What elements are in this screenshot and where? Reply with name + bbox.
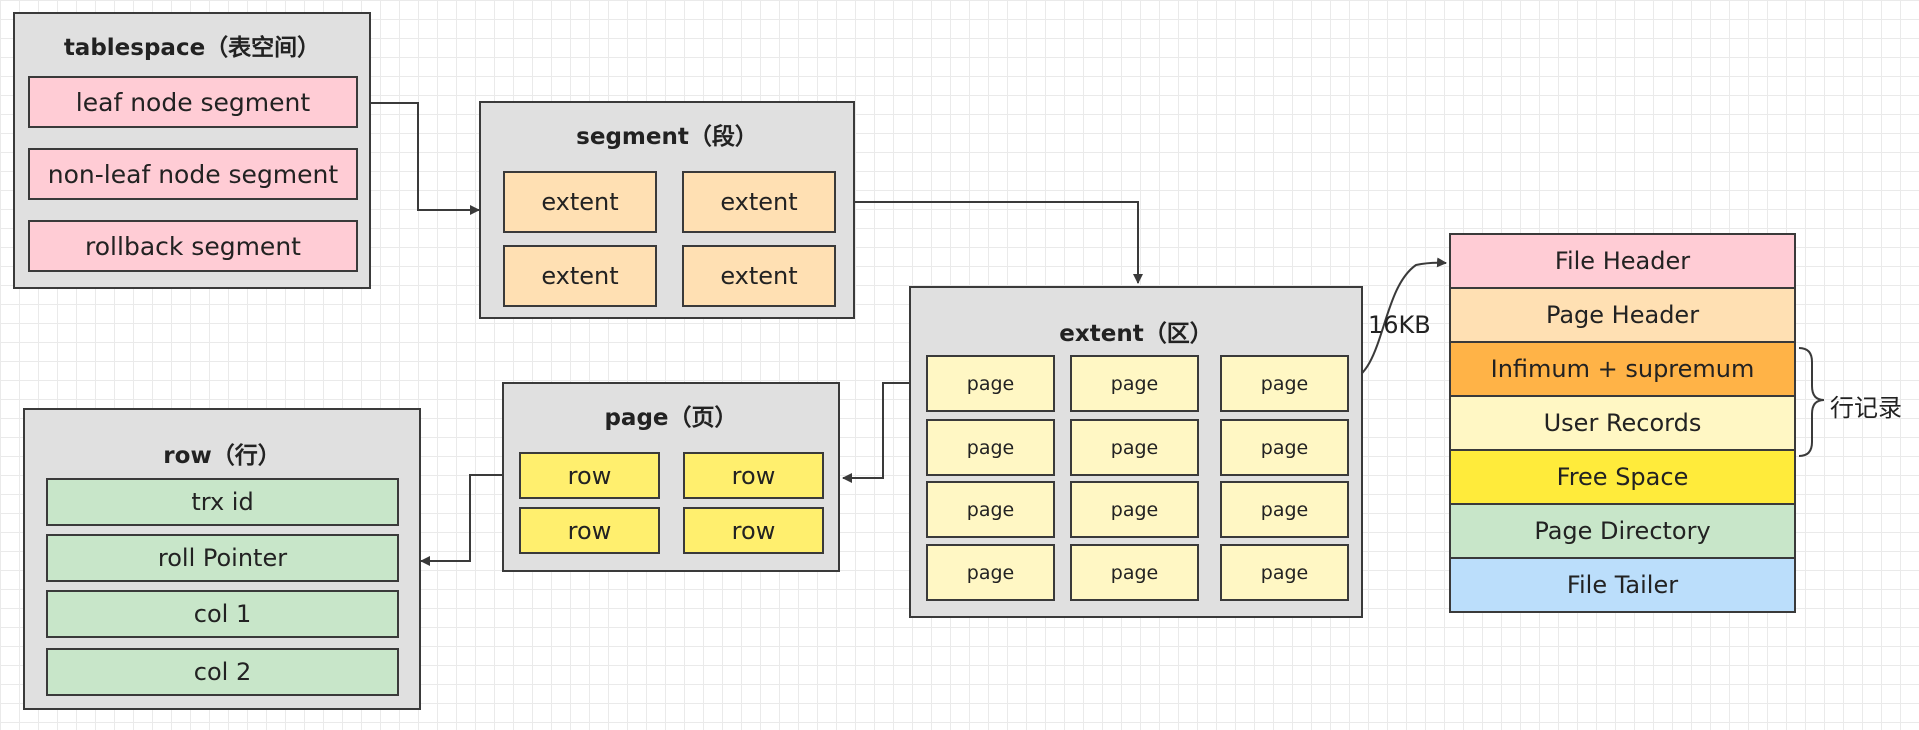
extent-cell: extent [682,171,836,233]
extent-container: extent（区） page page page page page page … [909,286,1363,618]
leaf-node-segment: leaf node segment [28,76,358,128]
row-field: trx id [46,478,399,526]
page-cell: page [1220,481,1349,538]
page-cell: page [1220,419,1349,476]
brace-label: 行记录 [1830,394,1902,422]
extent-cell: extent [503,245,657,307]
segment-container: segment（段） extent extent extent extent [479,101,855,319]
rollback-segment: rollback segment [28,220,358,272]
arrow-page-to-structure [1345,257,1447,383]
row-cell: row [519,452,660,499]
layer-file-header: File Header [1449,233,1796,289]
layer-page-header: Page Header [1449,287,1796,343]
row-container: row（行） trx id roll Pointer col 1 col 2 [23,408,421,710]
arrow-extent-to-page [842,382,926,483]
page-cell: page [926,419,1055,476]
page-title: page（页） [604,405,738,431]
arrow-tablespace-to-segment [357,102,480,215]
page-container: page（页） row row row row [502,382,840,572]
row-cell: row [683,507,824,554]
page-cell: page [926,481,1055,538]
size-label: 16KB [1368,311,1431,339]
layer-infimum-supremum: Infimum + supremum [1449,341,1796,397]
row-cell: row [683,452,824,499]
row-field: col 1 [46,590,399,638]
page-cell: page [1070,355,1199,412]
arrow-page-to-row [420,474,519,566]
layer-free-space: Free Space [1449,449,1796,505]
page-cell: page [1070,544,1199,601]
tablespace-container: tablespace（表空间） leaf node segment non-le… [13,12,371,289]
page-cell: page [1220,355,1349,412]
extent-cell: extent [682,245,836,307]
row-title: row（行） [163,443,281,469]
extent-title: extent（区） [1059,321,1213,347]
page-cell: page [1220,544,1349,601]
tablespace-title: tablespace（表空间） [63,35,321,61]
row-field: col 2 [46,648,399,696]
row-cell: row [519,507,660,554]
row-field: roll Pointer [46,534,399,582]
brace [1798,347,1825,457]
page-cell: page [1070,481,1199,538]
page-cell: page [926,544,1055,601]
non-leaf-node-segment: non-leaf node segment [28,148,358,200]
arrow-segment-to-extent [837,201,1143,284]
layer-user-records: User Records [1449,395,1796,451]
page-cell: page [1070,419,1199,476]
layer-page-directory: Page Directory [1449,503,1796,559]
layer-file-tailer: File Tailer [1449,557,1796,613]
extent-cell: extent [503,171,657,233]
page-cell: page [926,355,1055,412]
segment-title: segment（段） [576,124,758,150]
